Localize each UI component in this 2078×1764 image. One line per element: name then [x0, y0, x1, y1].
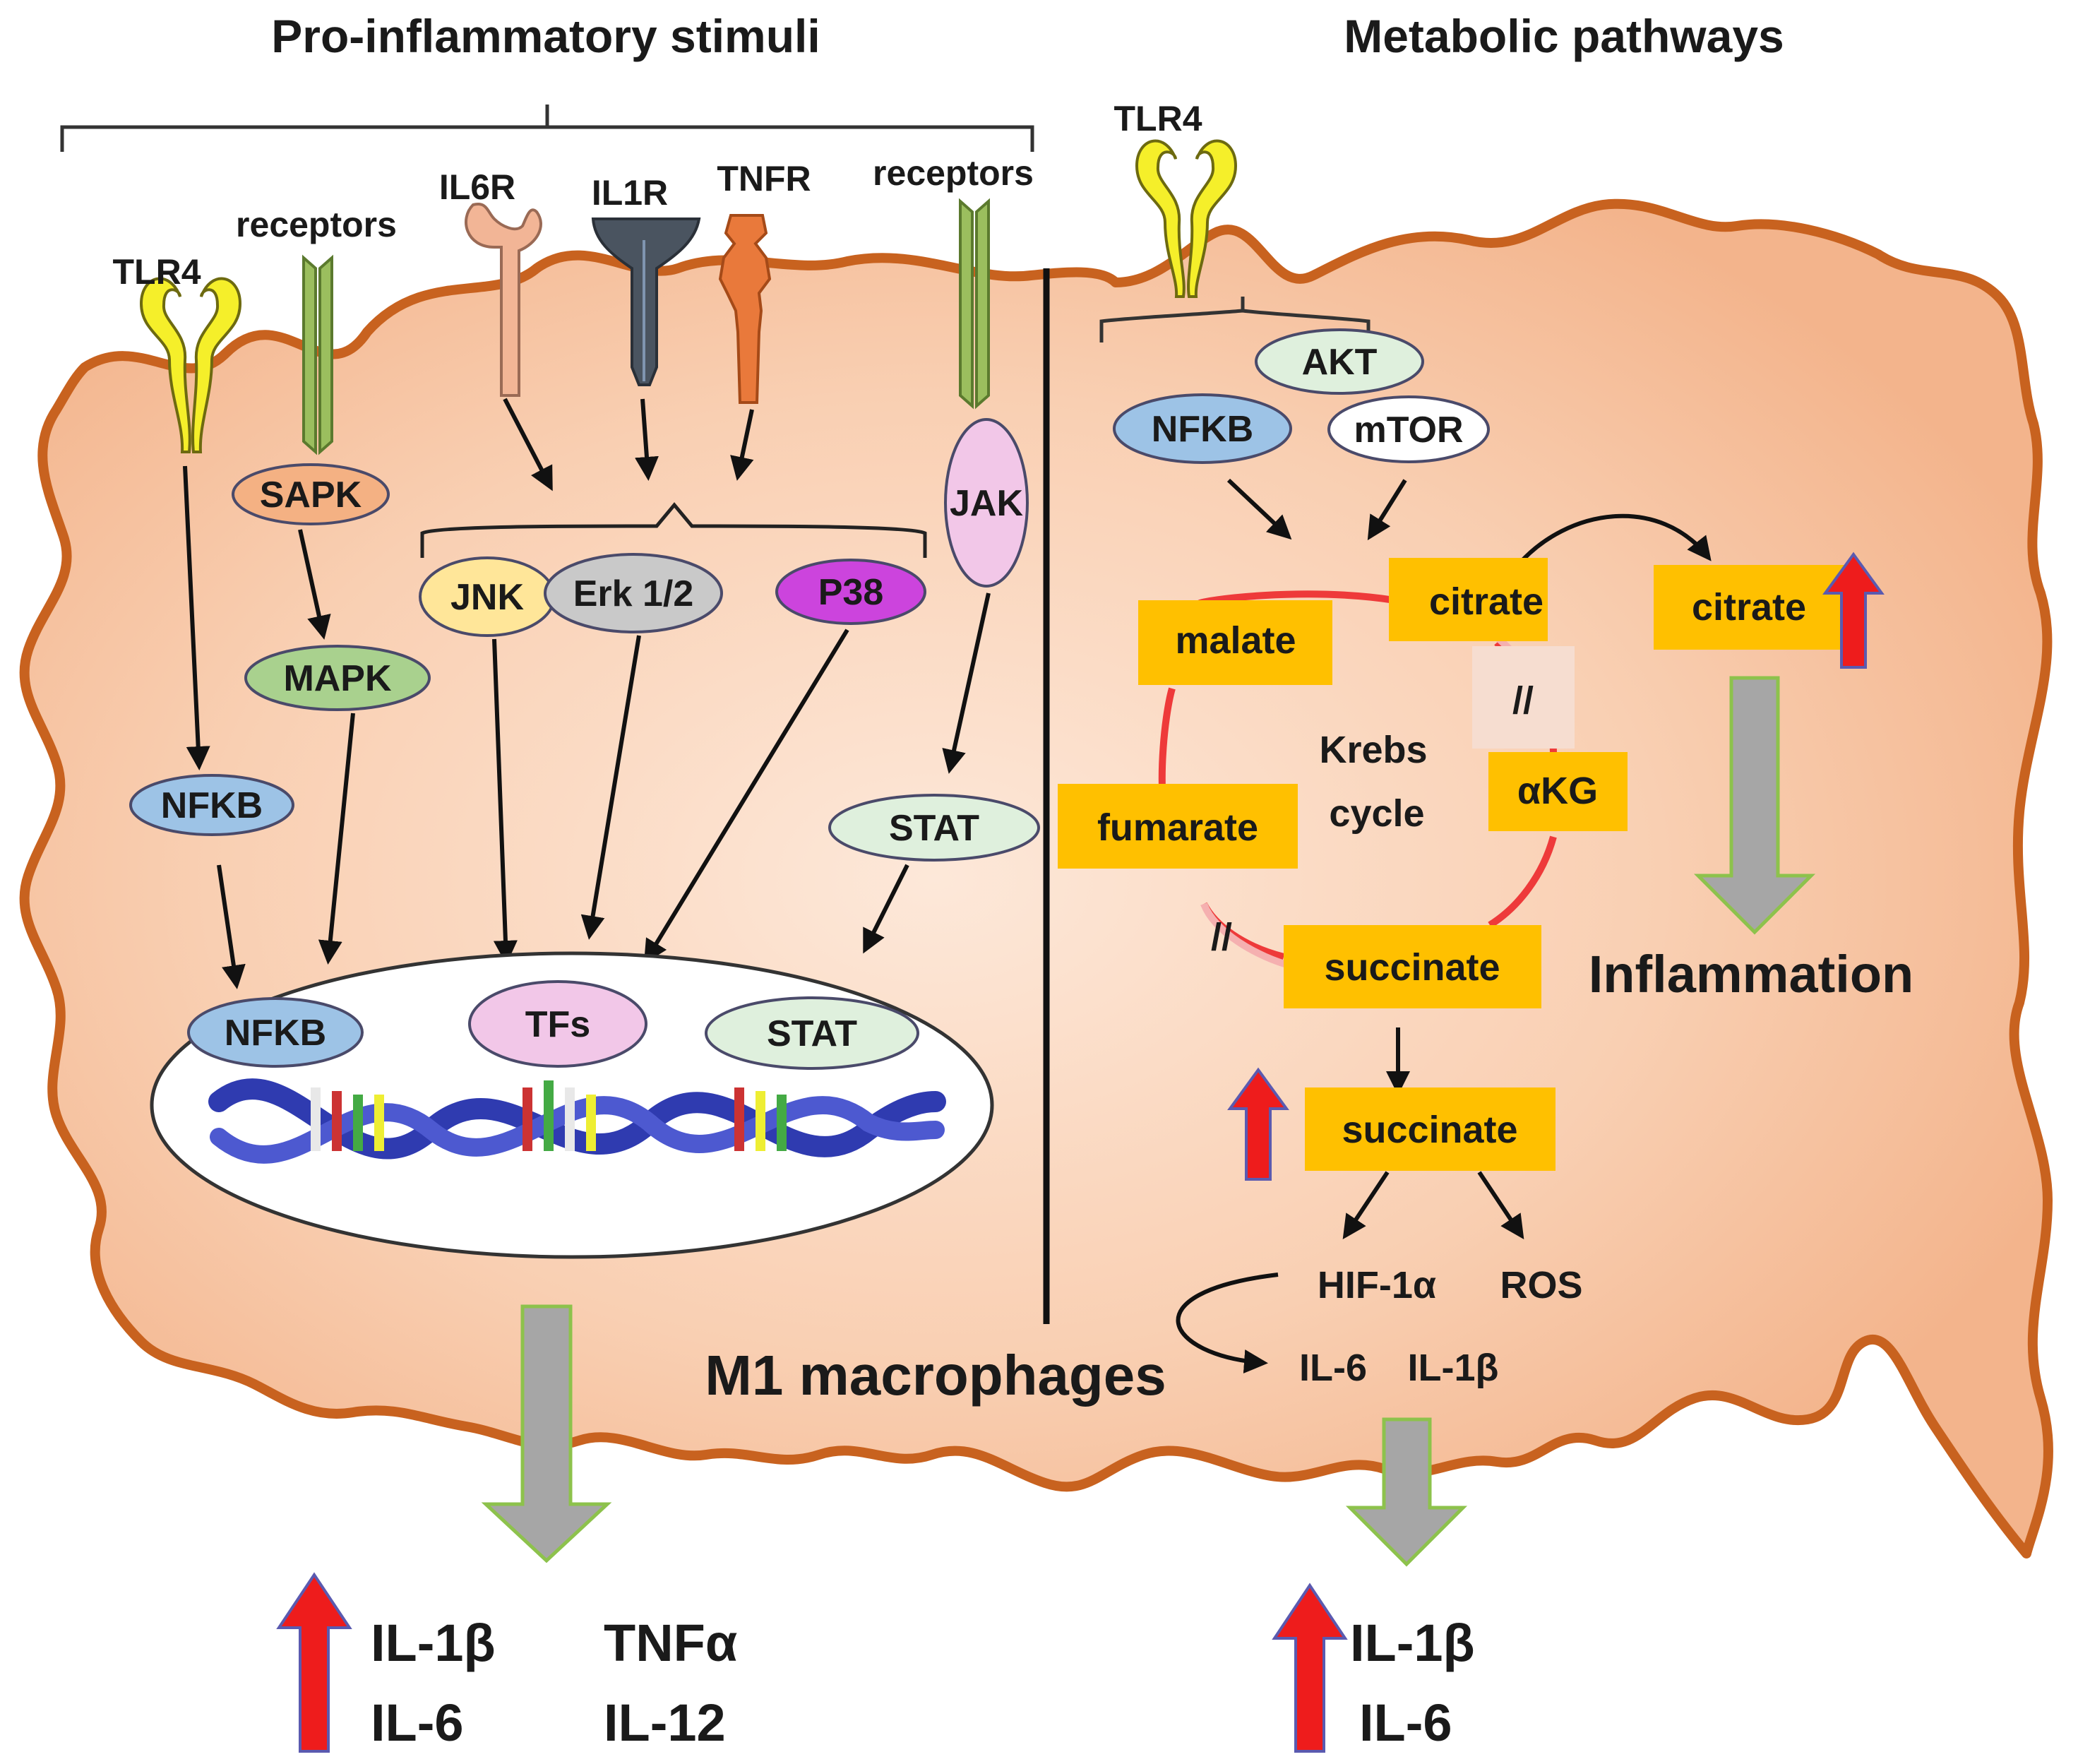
krebs-label-2: cycle	[1329, 792, 1424, 835]
label-receptors-2: receptors	[873, 153, 1034, 193]
svg-text:JNK: JNK	[450, 577, 524, 618]
svg-text:αKG: αKG	[1517, 770, 1598, 812]
svg-text:mTOR: mTOR	[1354, 410, 1463, 451]
dna-helix	[208, 1078, 946, 1164]
svg-text:NFKB: NFKB	[161, 785, 263, 826]
output-left-il1b: IL-1β	[371, 1614, 496, 1672]
svg-text:STAT: STAT	[889, 808, 979, 849]
metabolic-bracket	[1099, 297, 1371, 342]
output-left-tnfa: TNFα	[604, 1614, 737, 1672]
break-marks-bottom: //	[1211, 916, 1232, 958]
nucleus-node-nfkb: NFKB	[187, 997, 364, 1068]
svg-text:Erk 1/2: Erk 1/2	[573, 573, 694, 614]
down-arrow-left	[481, 1304, 612, 1563]
up-arrow-citrate	[1822, 552, 1885, 669]
output-left-il6: IL-6	[371, 1693, 464, 1752]
box-succinate-out: succinate	[1305, 1087, 1555, 1171]
break-box	[1472, 646, 1575, 749]
up-arrow-succinate	[1227, 1067, 1289, 1181]
node-jnk: JNK	[419, 556, 556, 637]
node-mapk: MAPK	[244, 645, 431, 711]
nucleus-node-stat: STAT	[705, 996, 919, 1070]
output-left-il12: IL-12	[604, 1693, 726, 1752]
box-fumarate: fumarate	[1058, 784, 1298, 869]
label-ros: ROS	[1500, 1264, 1582, 1306]
output-right-il1b: IL-1β	[1350, 1614, 1475, 1672]
svg-text:STAT: STAT	[767, 1013, 857, 1054]
svg-text:fumarate: fumarate	[1097, 806, 1258, 849]
label-il6-right-inner: IL-6	[1299, 1347, 1367, 1389]
label-il1b-right-inner: IL-1β	[1408, 1347, 1499, 1389]
svg-text:SAPK: SAPK	[260, 475, 362, 516]
title-right: Metabolic pathways	[1344, 10, 1784, 62]
krebs-label-1: Krebs	[1319, 729, 1427, 771]
svg-text:NFKB: NFKB	[1152, 409, 1253, 450]
output-right-il6: IL-6	[1359, 1693, 1452, 1752]
node-akt: AKT	[1255, 328, 1424, 395]
up-arrow-left	[276, 1572, 352, 1753]
node-mtor: mTOR	[1327, 395, 1490, 463]
break-marks-top: //	[1512, 679, 1534, 722]
label-tlr4-left: TLR4	[113, 252, 201, 292]
node-erk: Erk 1/2	[544, 553, 723, 633]
tlr4-receptor-right	[1135, 139, 1238, 298]
receptor-green-1	[302, 254, 333, 455]
tlr4-receptor-left	[139, 277, 242, 453]
node-nfkb-left: NFKB	[129, 774, 294, 836]
svg-text:succinate: succinate	[1342, 1109, 1517, 1151]
box-malate: malate	[1138, 600, 1332, 685]
title-left: Pro-inflammatory stimuli	[271, 10, 820, 62]
label-hif: HIF-1α	[1318, 1264, 1436, 1306]
label-tlr4-right: TLR4	[1114, 99, 1202, 138]
node-nfkb-right: NFKB	[1113, 393, 1292, 464]
box-citrate-out: citrate	[1654, 565, 1844, 650]
arrows-metabolic	[1176, 478, 1712, 1373]
svg-text:succinate: succinate	[1324, 946, 1500, 989]
node-stat: STAT	[828, 794, 1040, 862]
svg-text:malate: malate	[1175, 619, 1296, 662]
svg-text:MAPK: MAPK	[283, 658, 392, 699]
label-il6r: IL6R	[439, 167, 515, 207]
label-il1r: IL1R	[592, 173, 668, 213]
box-akg: αKG	[1488, 752, 1628, 831]
node-p38: P38	[775, 559, 926, 625]
receptor-green-2	[959, 198, 990, 410]
svg-text:citrate: citrate	[1692, 586, 1806, 628]
node-jak: JAK	[944, 418, 1029, 588]
up-arrow-right	[1272, 1583, 1348, 1753]
arrows-left	[183, 398, 991, 989]
down-arrow-right	[1345, 1417, 1468, 1567]
stimuli-bracket	[60, 105, 1034, 152]
down-arrow-inflammation	[1693, 676, 1816, 935]
svg-text:AKT: AKT	[1302, 342, 1378, 383]
mapk-bracket	[420, 502, 927, 558]
il1r-receptor	[591, 217, 701, 386]
svg-text:citrate: citrate	[1429, 580, 1543, 623]
svg-text:P38: P38	[818, 572, 884, 613]
node-sapk: SAPK	[232, 463, 390, 525]
il6r-receptor	[465, 203, 542, 397]
svg-text:NFKB: NFKB	[225, 1013, 326, 1054]
label-receptors-1: receptors	[236, 205, 397, 244]
box-citrate: citrate	[1389, 558, 1548, 641]
nucleus-node-tfs: TFs	[468, 980, 647, 1068]
svg-text:JAK: JAK	[950, 483, 1023, 524]
cell-label: M1 macrophages	[705, 1344, 1166, 1407]
svg-text:TFs: TFs	[525, 1004, 590, 1045]
label-tnfr: TNFR	[717, 159, 811, 198]
box-succinate: succinate	[1284, 925, 1541, 1008]
tnfr-receptor	[718, 214, 772, 404]
label-inflammation: Inflammation	[1589, 945, 1913, 1003]
